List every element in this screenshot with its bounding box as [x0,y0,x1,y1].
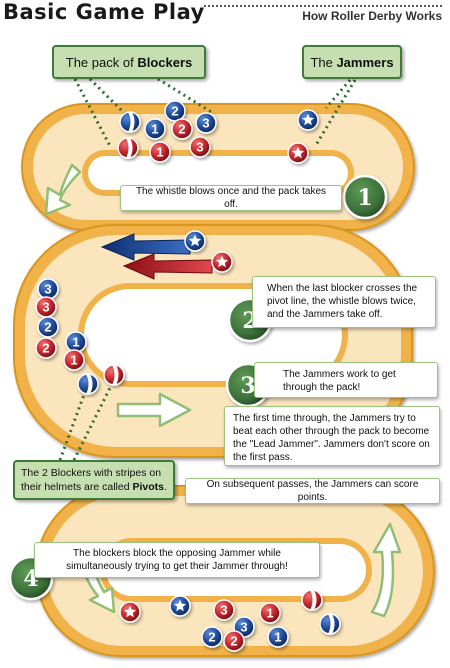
blocker-helmet: 2 [201,626,223,648]
star-icon [215,255,229,268]
jammer-helmet [169,595,191,617]
helmet-number: 1 [274,630,281,645]
page-subtitle: How Roller Derby Works [302,9,442,23]
helmet-number: 2 [42,341,49,356]
blocker-helmet: 2 [223,630,245,652]
jammers-label-prefix: The [310,54,337,70]
pivot-helmet [301,589,323,611]
helmet-number: 1 [266,606,273,621]
blocker-helmet: 3 [189,136,211,158]
helmet-number: 1 [156,145,163,160]
stripe-icon [328,614,335,634]
blocker-helmet: 3 [213,599,235,621]
star-icon [301,113,315,126]
blocker-helmet: 2 [35,337,57,359]
helmet-number: 2 [171,104,178,119]
helmet-number: 3 [240,620,247,635]
blockers-label: The pack of Blockers [52,45,206,79]
helmet-number: 1 [72,335,79,350]
helmet-number: 1 [151,122,158,137]
jammer-helmet [297,109,319,131]
step-1-text: The whistle blows once and the pack take… [120,185,342,211]
helmet-number: 3 [202,116,209,131]
svg-text:3: 3 [240,373,255,399]
blocker-helmet: 3 [35,296,57,318]
helmet-number: 3 [220,603,227,618]
pivots-label: The 2 Blockers with stripes on their hel… [13,460,175,500]
helmet-number: 3 [44,282,51,297]
helmet-number: 2 [208,630,215,645]
helmet-number: 2 [178,122,185,137]
pivots-label-text: The 2 Blockers with stripes on their hel… [21,467,162,493]
blocker-helmet: 1 [267,626,289,648]
step-3-text: The Jammers work to get through the pack… [254,362,438,398]
svg-text:1: 1 [357,185,372,211]
star-icon [173,599,187,612]
star-icon [188,234,202,247]
blockers-label-bold: Blockers [137,54,193,70]
header-divider [204,5,442,7]
pivot-helmet [319,613,341,635]
arrow-icon [100,233,213,280]
pivot-helmet [77,373,99,395]
pivots-label-bold: Pivots [132,481,164,493]
star-icon [291,146,305,159]
pivots-label-end: . [164,481,167,493]
blocker-helmet: 1 [144,118,166,140]
pivot-helmet [119,111,141,133]
star-icon [123,605,137,618]
jammer-helmet [184,230,206,252]
helmet-number: 2 [230,634,237,649]
stripe-icon [112,365,119,385]
stripe-icon [126,138,133,158]
jammers-label-bold: Jammers [336,54,394,70]
pivot-helmet [103,364,125,386]
blocker-helmet: 1 [149,141,171,163]
blocker-helmet: 2 [171,118,193,140]
stripe-icon [86,374,93,394]
jammer-helmet [119,601,141,623]
pivot-helmet [117,137,139,159]
helmet-number: 2 [44,320,51,335]
scoring-text: On subsequent passes, the Jammers can sc… [185,478,440,504]
first-pass-text: The first time through, the Jammers try … [224,406,440,466]
blocker-helmet: 3 [37,278,59,300]
helmet-number: 3 [196,140,203,155]
blocker-helmet: 2 [37,316,59,338]
blocker-helmet: 1 [259,602,281,624]
helmet-number: 1 [70,353,77,368]
jammers-label: The Jammers [302,45,402,79]
leader-lines [58,77,357,461]
blocker-helmet: 2 [164,100,186,122]
blocker-helmet: 3 [195,112,217,134]
blocker-helmet: 1 [63,349,85,371]
badge-1: 1 [342,174,388,220]
jammer-helmet [287,142,309,164]
blockers-label-prefix: The pack of [65,54,138,70]
jammer-helmet [211,251,233,273]
blocker-helmet: 1 [65,331,87,353]
page-title: Basic Game Play [3,0,205,24]
step-4-text: The blockers block the opposing Jammer w… [34,542,320,578]
stripe-icon [310,590,317,610]
stripe-icon [128,112,135,132]
step-2-text: When the last blocker crosses the pivot … [252,276,436,328]
helmet-number: 3 [42,300,49,315]
